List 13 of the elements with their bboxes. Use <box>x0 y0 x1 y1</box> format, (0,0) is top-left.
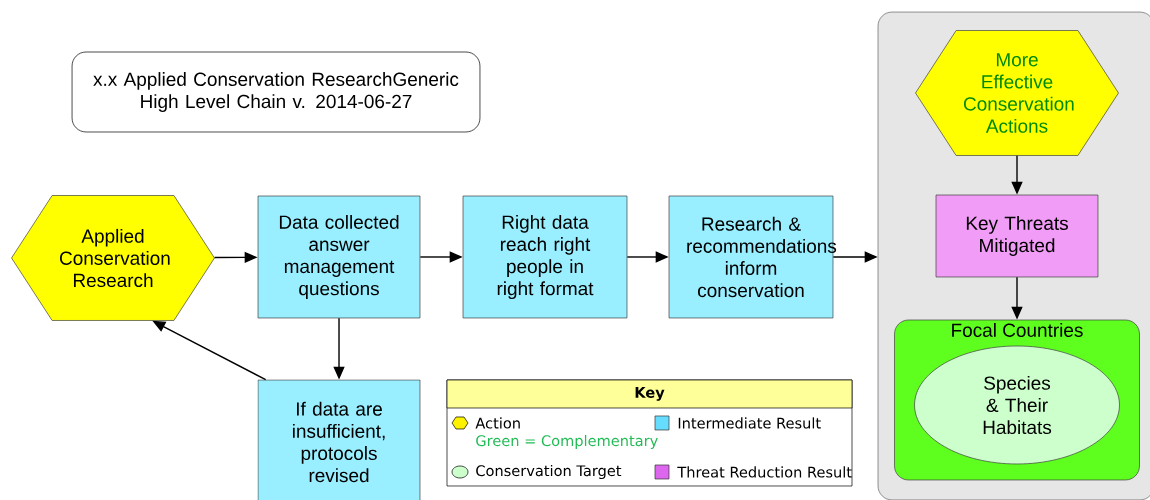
result-box: Research & recommendations inform conservation <box>668 195 837 319</box>
result-box: Key Threats Mitigated <box>935 194 1099 278</box>
title-box: x.x Applied Conservation ResearchGeneric High Level Chain v. 2014-06-27 <box>71 51 481 133</box>
legend-label: Threat Reduction Result <box>677 466 852 478</box>
legend-label: Intermediate Result <box>678 417 821 429</box>
key-note: Green = Complementary <box>476 434 658 450</box>
result-box: Right data reach right people in right format <box>462 195 628 319</box>
action-hexagon: Applied Conservation Research <box>11 195 215 321</box>
action-hexagon: More Effective Conservation Actions <box>915 30 1119 156</box>
legend-label: Conservation Target <box>476 464 622 480</box>
legend-label: Action <box>475 417 520 429</box>
result-box: If data are insufficient, protocols revised <box>257 379 421 500</box>
result-box: Data collected answer management questions <box>257 195 421 319</box>
